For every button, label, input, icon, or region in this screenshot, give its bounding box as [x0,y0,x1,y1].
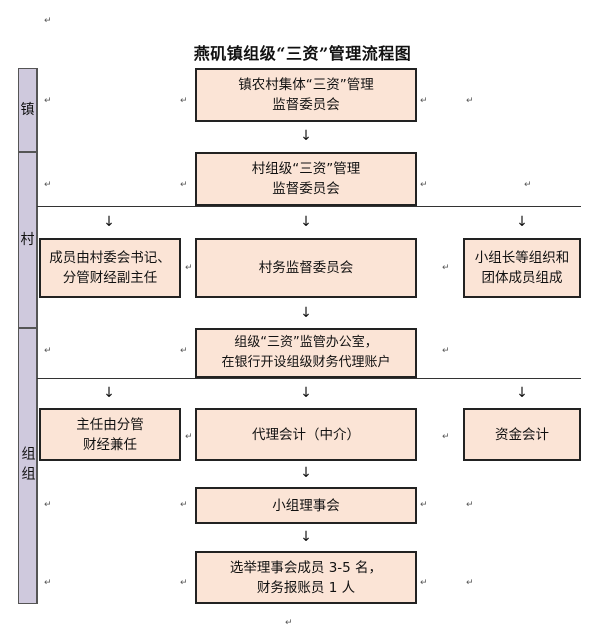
band-town-label: 镇 [20,102,35,118]
table-left-border [37,68,38,604]
paragraph-mark-icon: ↵ [44,578,52,588]
paragraph-mark-icon: ↵ [185,263,193,273]
paragraph-mark-icon: ↵ [420,578,428,588]
paragraph-mark-icon: ↵ [442,432,450,442]
box-village-group-committee: 村组级“三资”管理 监督委员会 [195,152,417,206]
box-group-office: 组级“三资”监管办公室， 在银行开设组级财务代理账户 [195,328,417,378]
paragraph-mark-icon: ↵ [420,180,428,190]
box-fund-accounting: 资金会计 [463,408,581,461]
arrow-down-icon: ↓ [300,385,312,401]
band-town: 镇 [18,68,37,152]
paragraph-mark-icon: ↵ [185,432,193,442]
paragraph-mark-icon: ↵ [44,500,52,510]
paragraph-mark-icon: ↵ [180,500,188,510]
box-members-left-line2: 分管财经副主任 [62,270,158,286]
paragraph-mark-icon: ↵ [466,500,474,510]
box-group-council: 小组理事会 [195,487,417,524]
paragraph-mark-icon: ↵ [466,96,474,106]
paragraph-mark-icon: ↵ [442,346,450,356]
box-elect: 选举理事会成员 3-5 名， 财务报账员 1 人 [195,551,417,604]
divider-town-village-upper [37,206,581,207]
paragraph-mark-icon: ↵ [180,346,188,356]
arrow-down-icon: ↓ [300,305,312,321]
box-group-office-line1: 组级“三资”监管办公室， [234,335,378,350]
paragraph-mark-icon: ↵ [180,180,188,190]
box-town-committee-line2: 监督委员会 [272,97,340,113]
page-title: 燕矶镇组级“三资”管理流程图 [193,44,412,63]
box-village-group-committee-line1: 村组级“三资”管理 [251,161,361,177]
box-elect-line1: 选举理事会成员 3-5 名， [229,559,383,576]
divider-village-group [37,378,581,379]
paragraph-mark-icon: ↵ [466,578,474,588]
box-village-supervision: 村务监督委员会 [195,238,417,298]
box-town-committee: 镇农村集体“三资”管理 监督委员会 [195,68,417,122]
arrow-down-icon: ↓ [103,385,115,401]
paragraph-mark-icon: ↵ [524,180,532,190]
arrow-down-icon: ↓ [300,465,312,481]
box-members-right-line2: 团体成员组成 [481,270,563,286]
box-group-office-line2: 在银行开设组级财务代理账户 [221,355,391,370]
arrow-down-icon: ↓ [103,214,115,230]
paragraph-mark-icon: ↵ [180,578,188,588]
box-town-committee-line1: 镇农村集体“三资”管理 [238,77,374,93]
box-members-left: 成员由村委会书记、 分管财经副主任 [39,238,181,298]
arrow-down-icon: ↓ [300,128,312,144]
paragraph-mark-icon: ↵ [44,16,52,26]
arrow-down-icon: ↓ [516,385,528,401]
paragraph-mark-icon: ↵ [44,96,52,106]
paragraph-mark-icon: ↵ [44,346,52,356]
paragraph-mark-icon: ↵ [180,96,188,106]
box-members-right-line1: 小组长等组织和 [474,250,570,266]
arrow-down-icon: ↓ [300,214,312,230]
box-director-left-line2: 财经兼任 [83,436,137,453]
paragraph-mark-icon: ↵ [420,96,428,106]
paragraph-mark-icon: ↵ [442,263,450,273]
box-agent-accounting: 代理会计（中介） [195,408,417,461]
box-group-council-label: 小组理事会 [272,497,340,514]
band-village-label: 村 [20,232,35,248]
band-group-label: 组组 [19,446,36,486]
paragraph-mark-icon: ↵ [44,180,52,190]
box-director-left-line1: 主任由分管 [76,416,144,433]
box-agent-accounting-label: 代理会计（中介） [252,426,360,443]
band-village: 村 [18,152,37,328]
box-members-left-line1: 成员由村委会书记、 [49,250,171,266]
arrow-down-icon: ↓ [516,214,528,230]
box-village-supervision-label: 村务监督委员会 [258,260,354,276]
box-village-group-committee-line2: 监督委员会 [272,181,340,197]
box-fund-accounting-label: 资金会计 [495,426,549,443]
box-members-right: 小组长等组织和 团体成员组成 [463,238,581,298]
paragraph-mark-icon: ↵ [420,500,428,510]
paragraph-mark-icon: ↵ [285,618,293,628]
arrow-down-icon: ↓ [300,529,312,545]
box-director-left: 主任由分管 财经兼任 [39,408,181,461]
band-group: 组组 [18,328,37,604]
box-elect-line2: 财务报账员 1 人 [256,579,356,596]
